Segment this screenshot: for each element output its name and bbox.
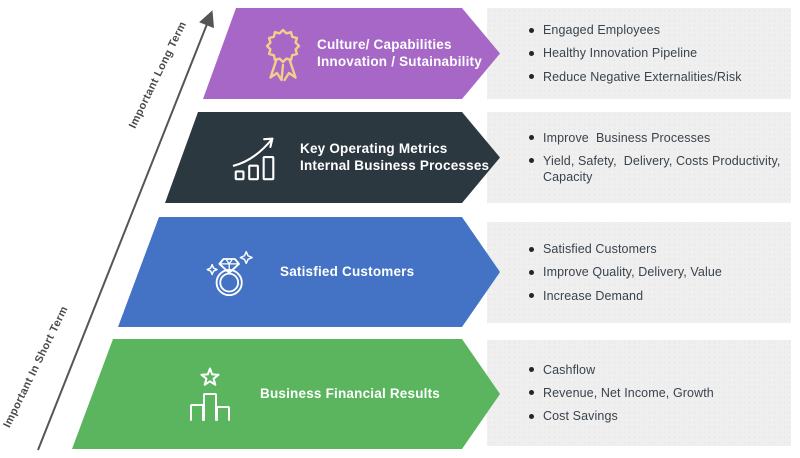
bullet-panel: Cashflow Revenue, Net Income, Growth Cos… — [487, 340, 791, 446]
long-term-axis-label: Important Long Term — [126, 19, 190, 131]
growth-chart-icon — [229, 129, 281, 187]
bullet-item: Cost Savings — [529, 408, 791, 424]
bullet-item: Increase Demand — [529, 288, 791, 304]
bullet-dot — [529, 135, 534, 141]
bullet-item: Yield, Safety, Delivery, Costs Productiv… — [529, 153, 791, 186]
bullet-item: Cashflow — [529, 362, 791, 378]
bullet-item: Healthy Innovation Pipeline — [529, 45, 791, 61]
bullet-dot — [529, 74, 534, 80]
bullet-dot — [529, 158, 534, 164]
band-title: Business Financial Results — [260, 385, 441, 401]
band-satisfied-customers: Satisfied Customers — [118, 217, 500, 327]
bullet-dot — [529, 390, 534, 396]
bullet-dot — [529, 367, 534, 373]
bullet-item: Reduce Negative Externalities/Risk — [529, 69, 791, 85]
podium-star-icon — [184, 365, 236, 423]
bullet-panel: Improve Business Processes Yield, Safety… — [487, 112, 791, 203]
short-term-axis-label: Important In Short Term — [1, 304, 71, 430]
bullet-item: Improve Business Processes — [529, 130, 791, 146]
medal-icon — [257, 25, 309, 83]
bullet-item: Revenue, Net Income, Growth — [529, 385, 791, 401]
bullet-dot — [529, 269, 534, 275]
band-business-financial-results: Business Financial Results — [72, 339, 500, 449]
bullet-dot — [529, 413, 534, 419]
bullet-item: Engaged Employees — [529, 22, 791, 38]
bullet-dot — [529, 27, 534, 33]
bullet-item: Improve Quality, Delivery, Value — [529, 264, 791, 280]
bullet-dot — [529, 293, 534, 299]
bullet-item: Satisfied Customers — [529, 241, 791, 257]
bullet-panel: Engaged Employees Healthy Innovation Pip… — [487, 8, 791, 99]
bullet-dot — [529, 50, 534, 56]
diamond-ring-icon — [204, 243, 256, 301]
bullet-panel: Satisfied Customers Improve Quality, Del… — [487, 222, 791, 323]
bullet-dot — [529, 246, 534, 252]
band-title: Satisfied Customers — [280, 263, 415, 279]
